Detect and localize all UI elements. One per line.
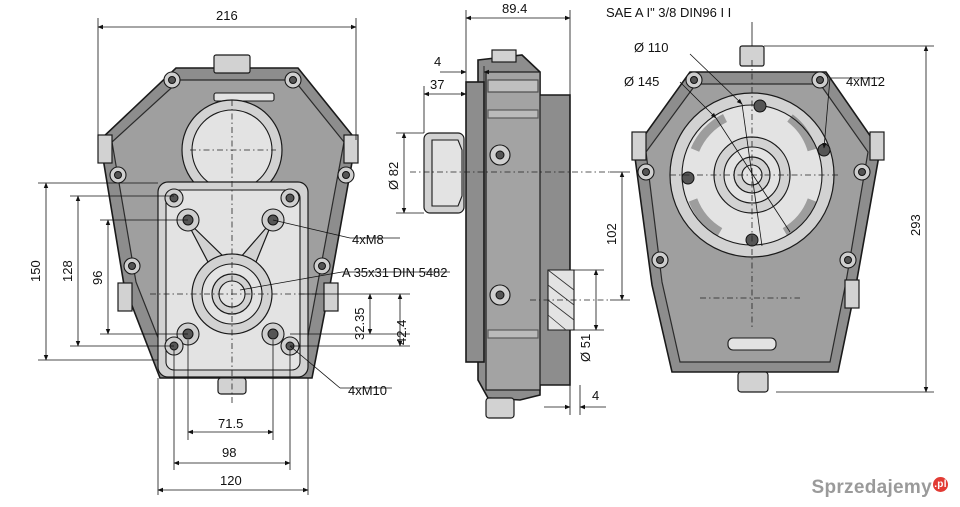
dim-dia-51: Ø 51 (578, 334, 593, 362)
dim-37: 37 (430, 77, 444, 92)
dim-150: 150 (28, 260, 43, 282)
dim-128: 128 (60, 260, 75, 282)
side-dimensions (396, 10, 630, 415)
dim-89-4: 89.4 (502, 1, 527, 16)
housing-bolt (109, 71, 355, 275)
label-4xm8: 4xM8 (352, 232, 384, 247)
rear-view (631, 45, 885, 393)
label-sae: SAE A I" 3/8 DIN96 I I (606, 5, 731, 20)
watermark-text: Sprzedajemy (811, 477, 932, 498)
dim-216: 216 (216, 8, 238, 23)
dim-120: 120 (220, 473, 242, 488)
dim-dia-82: Ø 82 (386, 162, 401, 190)
rear-housing-bolt (637, 71, 871, 269)
label-4xm12: 4xM12 (846, 74, 885, 89)
dim-71-5: 71.5 (218, 416, 243, 431)
front-view (97, 54, 359, 405)
dim-96: 96 (90, 271, 105, 285)
dim-dia-110: Ø 110 (634, 40, 668, 55)
side-view (410, 49, 610, 419)
dim-dia-145: Ø 145 (624, 74, 659, 89)
front-dimensions (38, 18, 450, 495)
dim-32-35: 32.35 (352, 307, 367, 340)
dim-293: 293 (908, 214, 923, 236)
dim-4-top: 4 (434, 54, 441, 69)
dim-4-bottom: 4 (592, 388, 599, 403)
watermark-logo: Sprzedajemy.pl (811, 477, 948, 499)
dim-98: 98 (222, 445, 236, 460)
dim-102: 102 (604, 223, 619, 245)
watermark-badge: .pl (933, 477, 948, 492)
label-shaft: A 35x31 DIN 5482 (342, 265, 448, 280)
rear-bolt-m12 (681, 99, 831, 247)
label-4xm10: 4xM10 (348, 383, 387, 398)
rear-dimensions (679, 22, 934, 393)
dim-42-4: 42.4 (394, 320, 409, 345)
